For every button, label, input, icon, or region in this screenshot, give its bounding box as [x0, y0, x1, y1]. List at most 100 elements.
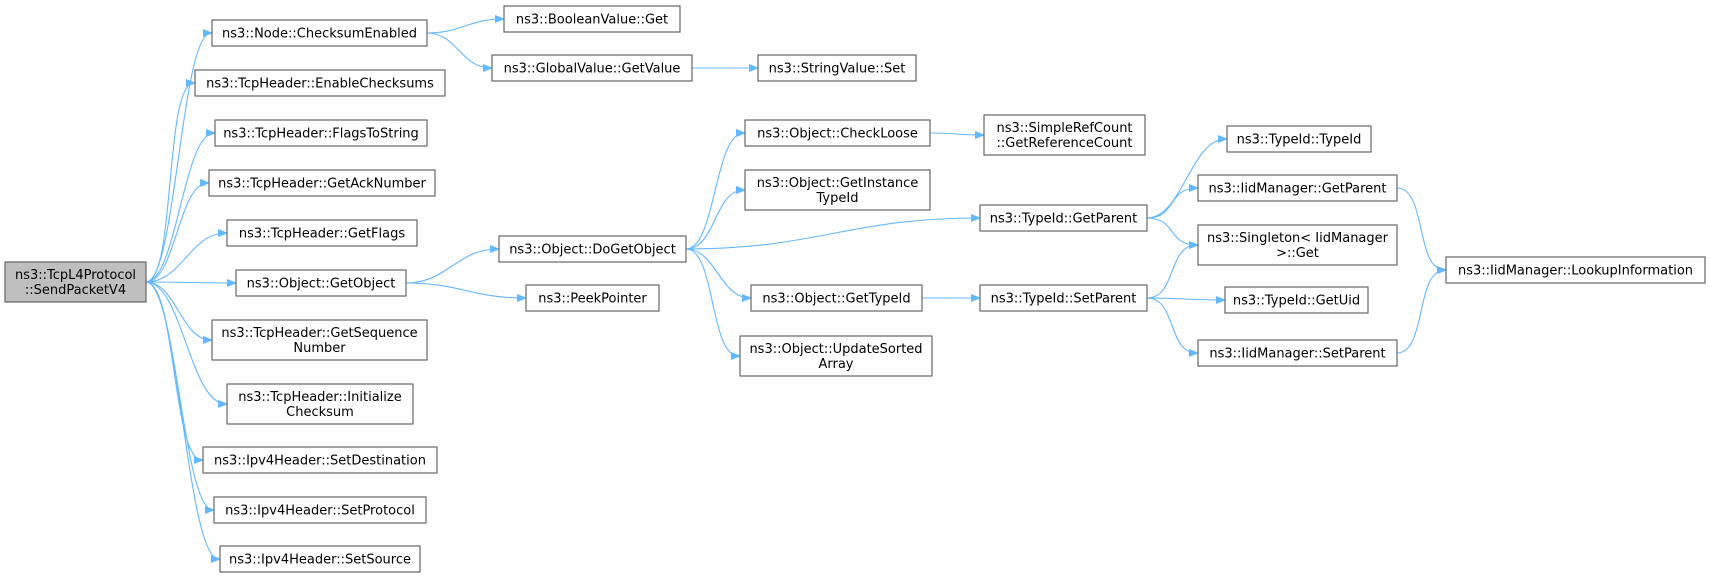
node-dogetobject[interactable]: ns3::Object::DoGetObject — [498, 235, 687, 263]
edge-checksumenabled-to-booleanvalue_get — [426, 19, 503, 34]
node-iidmanager_setparent[interactable]: ns3::IidManager::SetParent — [1197, 339, 1398, 367]
node-label-sendpacketv4-line-0: ns3::TcpL4Protocol — [15, 268, 136, 283]
edge-sendpacketv4-to-getacknumber — [145, 183, 208, 283]
node-typeid_typeid[interactable]: ns3::TypeId::TypeId — [1226, 125, 1372, 153]
edge-iidmanager_getparent-to-lookupinformation — [1396, 187, 1445, 270]
node-setdestination[interactable]: ns3::Ipv4Header::SetDestination — [202, 446, 438, 474]
edge-dogetobject-to-checkloose — [685, 133, 744, 250]
node-label-typeid_setparent-line-0: ns3::TypeId::SetParent — [991, 292, 1137, 307]
node-box-object_gettypeid — [750, 284, 923, 312]
node-box-setdestination — [202, 446, 438, 474]
node-box-getobject — [235, 269, 407, 297]
node-box-booleanvalue_get — [503, 5, 681, 33]
node-box-globalvalue_getvalue — [491, 54, 693, 82]
node-label-singleton_get-line-1: >::Get — [1276, 246, 1319, 261]
node-checkloose[interactable]: ns3::Object::CheckLoose — [744, 119, 931, 147]
function-nodes: ns3::TcpL4Protocol::SendPacketV4 ns3::Nod… — [4, 5, 1706, 573]
node-label-typeid_getuid-line-0: ns3::TypeId::GetUid — [1233, 294, 1360, 309]
edge-typeid_setparent-to-singleton_get — [1146, 245, 1197, 299]
node-label-object_gettypeid-line-0: ns3::Object::GetTypeId — [762, 292, 910, 307]
edge-dogetobject-to-object_gettypeid — [685, 248, 750, 298]
node-label-initializechecksum-line-1: Checksum — [286, 405, 354, 420]
node-label-getobject-line-0: ns3::Object::GetObject — [247, 277, 396, 292]
node-label-singleton_get-line-0: ns3::Singleton< IidManager — [1207, 231, 1389, 246]
node-label-globalvalue_getvalue-line-0: ns3::GlobalValue::GetValue — [504, 62, 681, 77]
node-booleanvalue_get[interactable]: ns3::BooleanValue::Get — [503, 5, 681, 33]
node-typeid_getparent[interactable]: ns3::TypeId::GetParent — [979, 204, 1148, 232]
node-object_gettypeid[interactable]: ns3::Object::GetTypeId — [750, 284, 923, 312]
node-label-peekpointer-line-0: ns3::PeekPointer — [538, 292, 647, 307]
node-peekpointer[interactable]: ns3::PeekPointer — [525, 284, 660, 312]
node-setsource[interactable]: ns3::Ipv4Header::SetSource — [219, 545, 421, 573]
node-label-updatesortedarray-line-1: Array — [818, 357, 853, 372]
node-getobject[interactable]: ns3::Object::GetObject — [235, 269, 407, 297]
node-getreferencecount[interactable]: ns3::SimpleRefCount::GetReferenceCount — [983, 114, 1146, 156]
node-box-setprotocol — [213, 496, 427, 524]
node-checksumenabled[interactable]: ns3::Node::ChecksumEnabled — [211, 19, 428, 47]
edge-typeid_getparent-to-typeid_typeid — [1146, 139, 1226, 219]
edge-sendpacketv4-to-flagstostring — [145, 133, 214, 283]
edge-dogetobject-to-getinstancetypeid — [685, 190, 744, 250]
node-box-typeid_getparent — [979, 204, 1148, 232]
node-globalvalue_getvalue[interactable]: ns3::GlobalValue::GetValue — [491, 54, 693, 82]
node-label-enablechecksums-line-0: ns3::TcpHeader::EnableChecksums — [206, 77, 434, 92]
edge-sendpacketv4-to-initializechecksum — [145, 281, 226, 404]
node-label-checkloose-line-0: ns3::Object::CheckLoose — [757, 127, 918, 142]
node-box-lookupinformation — [1445, 256, 1706, 284]
node-box-sendpacketv4 — [4, 261, 147, 303]
node-singleton_get[interactable]: ns3::Singleton< IidManager >::Get — [1197, 224, 1398, 266]
edge-dogetobject-to-typeid_getparent — [685, 218, 979, 250]
node-box-getflags — [226, 219, 418, 247]
node-box-typeid_setparent — [979, 284, 1148, 312]
edge-sendpacketv4-to-getobject — [145, 282, 235, 283]
node-lookupinformation[interactable]: ns3::IidManager::LookupInformation — [1445, 256, 1706, 284]
node-typeid_setparent[interactable]: ns3::TypeId::SetParent — [979, 284, 1148, 312]
edge-checkloose-to-getreferencecount — [929, 133, 983, 135]
node-box-typeid_typeid — [1226, 125, 1372, 153]
edge-sendpacketv4-to-setsource — [145, 281, 219, 559]
node-typeid_getuid[interactable]: ns3::TypeId::GetUid — [1224, 286, 1369, 314]
node-sendpacketv4[interactable]: ns3::TcpL4Protocol::SendPacketV4 — [4, 261, 147, 303]
node-label-getreferencecount-line-0: ns3::SimpleRefCount — [996, 121, 1132, 136]
node-box-initializechecksum — [226, 383, 414, 425]
node-enablechecksums[interactable]: ns3::TcpHeader::EnableChecksums — [194, 69, 446, 97]
node-label-updatesortedarray-line-0: ns3::Object::UpdateSorted — [749, 342, 922, 357]
node-box-iidmanager_getparent — [1197, 174, 1398, 202]
node-label-booleanvalue_get-line-0: ns3::BooleanValue::Get — [516, 13, 668, 28]
edge-checksumenabled-to-globalvalue_getvalue — [426, 32, 491, 68]
node-box-updatesortedarray — [739, 335, 933, 377]
node-box-flagstostring — [214, 119, 428, 147]
node-box-iidmanager_setparent — [1197, 339, 1398, 367]
edge-dogetobject-to-updatesortedarray — [685, 248, 739, 356]
edge-typeid_getparent-to-iidmanager_getparent — [1146, 188, 1197, 219]
node-iidmanager_getparent[interactable]: ns3::IidManager::GetParent — [1197, 174, 1398, 202]
node-box-getsequencenumber — [211, 319, 428, 361]
edge-getobject-to-peekpointer — [405, 282, 525, 298]
node-flagstostring[interactable]: ns3::TcpHeader::FlagsToString — [214, 119, 428, 147]
node-label-flagstostring-line-0: ns3::TcpHeader::FlagsToString — [223, 127, 419, 142]
node-box-singleton_get — [1197, 224, 1398, 266]
node-label-sendpacketv4-line-1: ::SendPacketV4 — [25, 283, 126, 298]
node-box-dogetobject — [498, 235, 687, 263]
edge-getobject-to-dogetobject — [405, 249, 498, 284]
node-label-iidmanager_getparent-line-0: ns3::IidManager::GetParent — [1208, 182, 1386, 197]
node-label-setdestination-line-0: ns3::Ipv4Header::SetDestination — [214, 454, 426, 469]
node-stringvalue_set[interactable]: ns3::StringValue::Set — [757, 54, 917, 82]
node-label-getsequencenumber-line-1: Number — [293, 341, 346, 356]
node-label-setsource-line-0: ns3::Ipv4Header::SetSource — [229, 553, 411, 568]
node-getacknumber[interactable]: ns3::TcpHeader::GetAckNumber — [208, 169, 436, 197]
edge-iidmanager_setparent-to-lookupinformation — [1396, 270, 1445, 354]
node-getflags[interactable]: ns3::TcpHeader::GetFlags — [226, 219, 418, 247]
node-box-stringvalue_set — [757, 54, 917, 82]
node-setprotocol[interactable]: ns3::Ipv4Header::SetProtocol — [213, 496, 427, 524]
node-label-getacknumber-line-0: ns3::TcpHeader::GetAckNumber — [218, 177, 426, 192]
edge-typeid_getparent-to-singleton_get — [1146, 217, 1197, 245]
node-label-stringvalue_set-line-0: ns3::StringValue::Set — [769, 62, 906, 77]
node-label-getinstancetypeid-line-1: TypeId — [816, 191, 859, 206]
edge-sendpacketv4-to-enablechecksums — [145, 83, 194, 283]
node-box-getinstancetypeid — [744, 169, 931, 211]
